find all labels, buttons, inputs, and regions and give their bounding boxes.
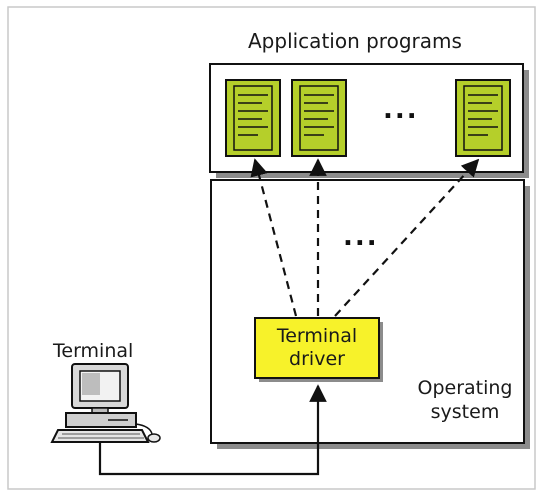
terminal-to-driver-arrow — [98, 384, 327, 476]
program-icon-2 — [291, 79, 347, 157]
terminal-driver-box — [254, 317, 383, 382]
terminal-driver-line-2: driver — [289, 348, 345, 370]
outer-frame — [7, 6, 536, 490]
dashed-arrow-program-3 — [334, 158, 480, 317]
program-icon-3 — [455, 79, 511, 157]
computer-terminal-icon — [50, 363, 161, 443]
operating-system-label: Operating system — [405, 377, 525, 425]
application-programs-label: Application programs — [248, 29, 462, 53]
operating-system-line-2: system — [430, 400, 500, 423]
terminal-driver-label: Terminal driver — [255, 318, 379, 378]
operating-system-line-1: Operating — [417, 377, 513, 399]
program-icon-1 — [225, 79, 281, 157]
arrows-ellipsis: ... — [343, 222, 379, 252]
terminal-label: Terminal — [53, 340, 134, 362]
programs-ellipsis: ... — [383, 95, 419, 125]
terminal-driver-line-1: Terminal — [276, 325, 358, 348]
